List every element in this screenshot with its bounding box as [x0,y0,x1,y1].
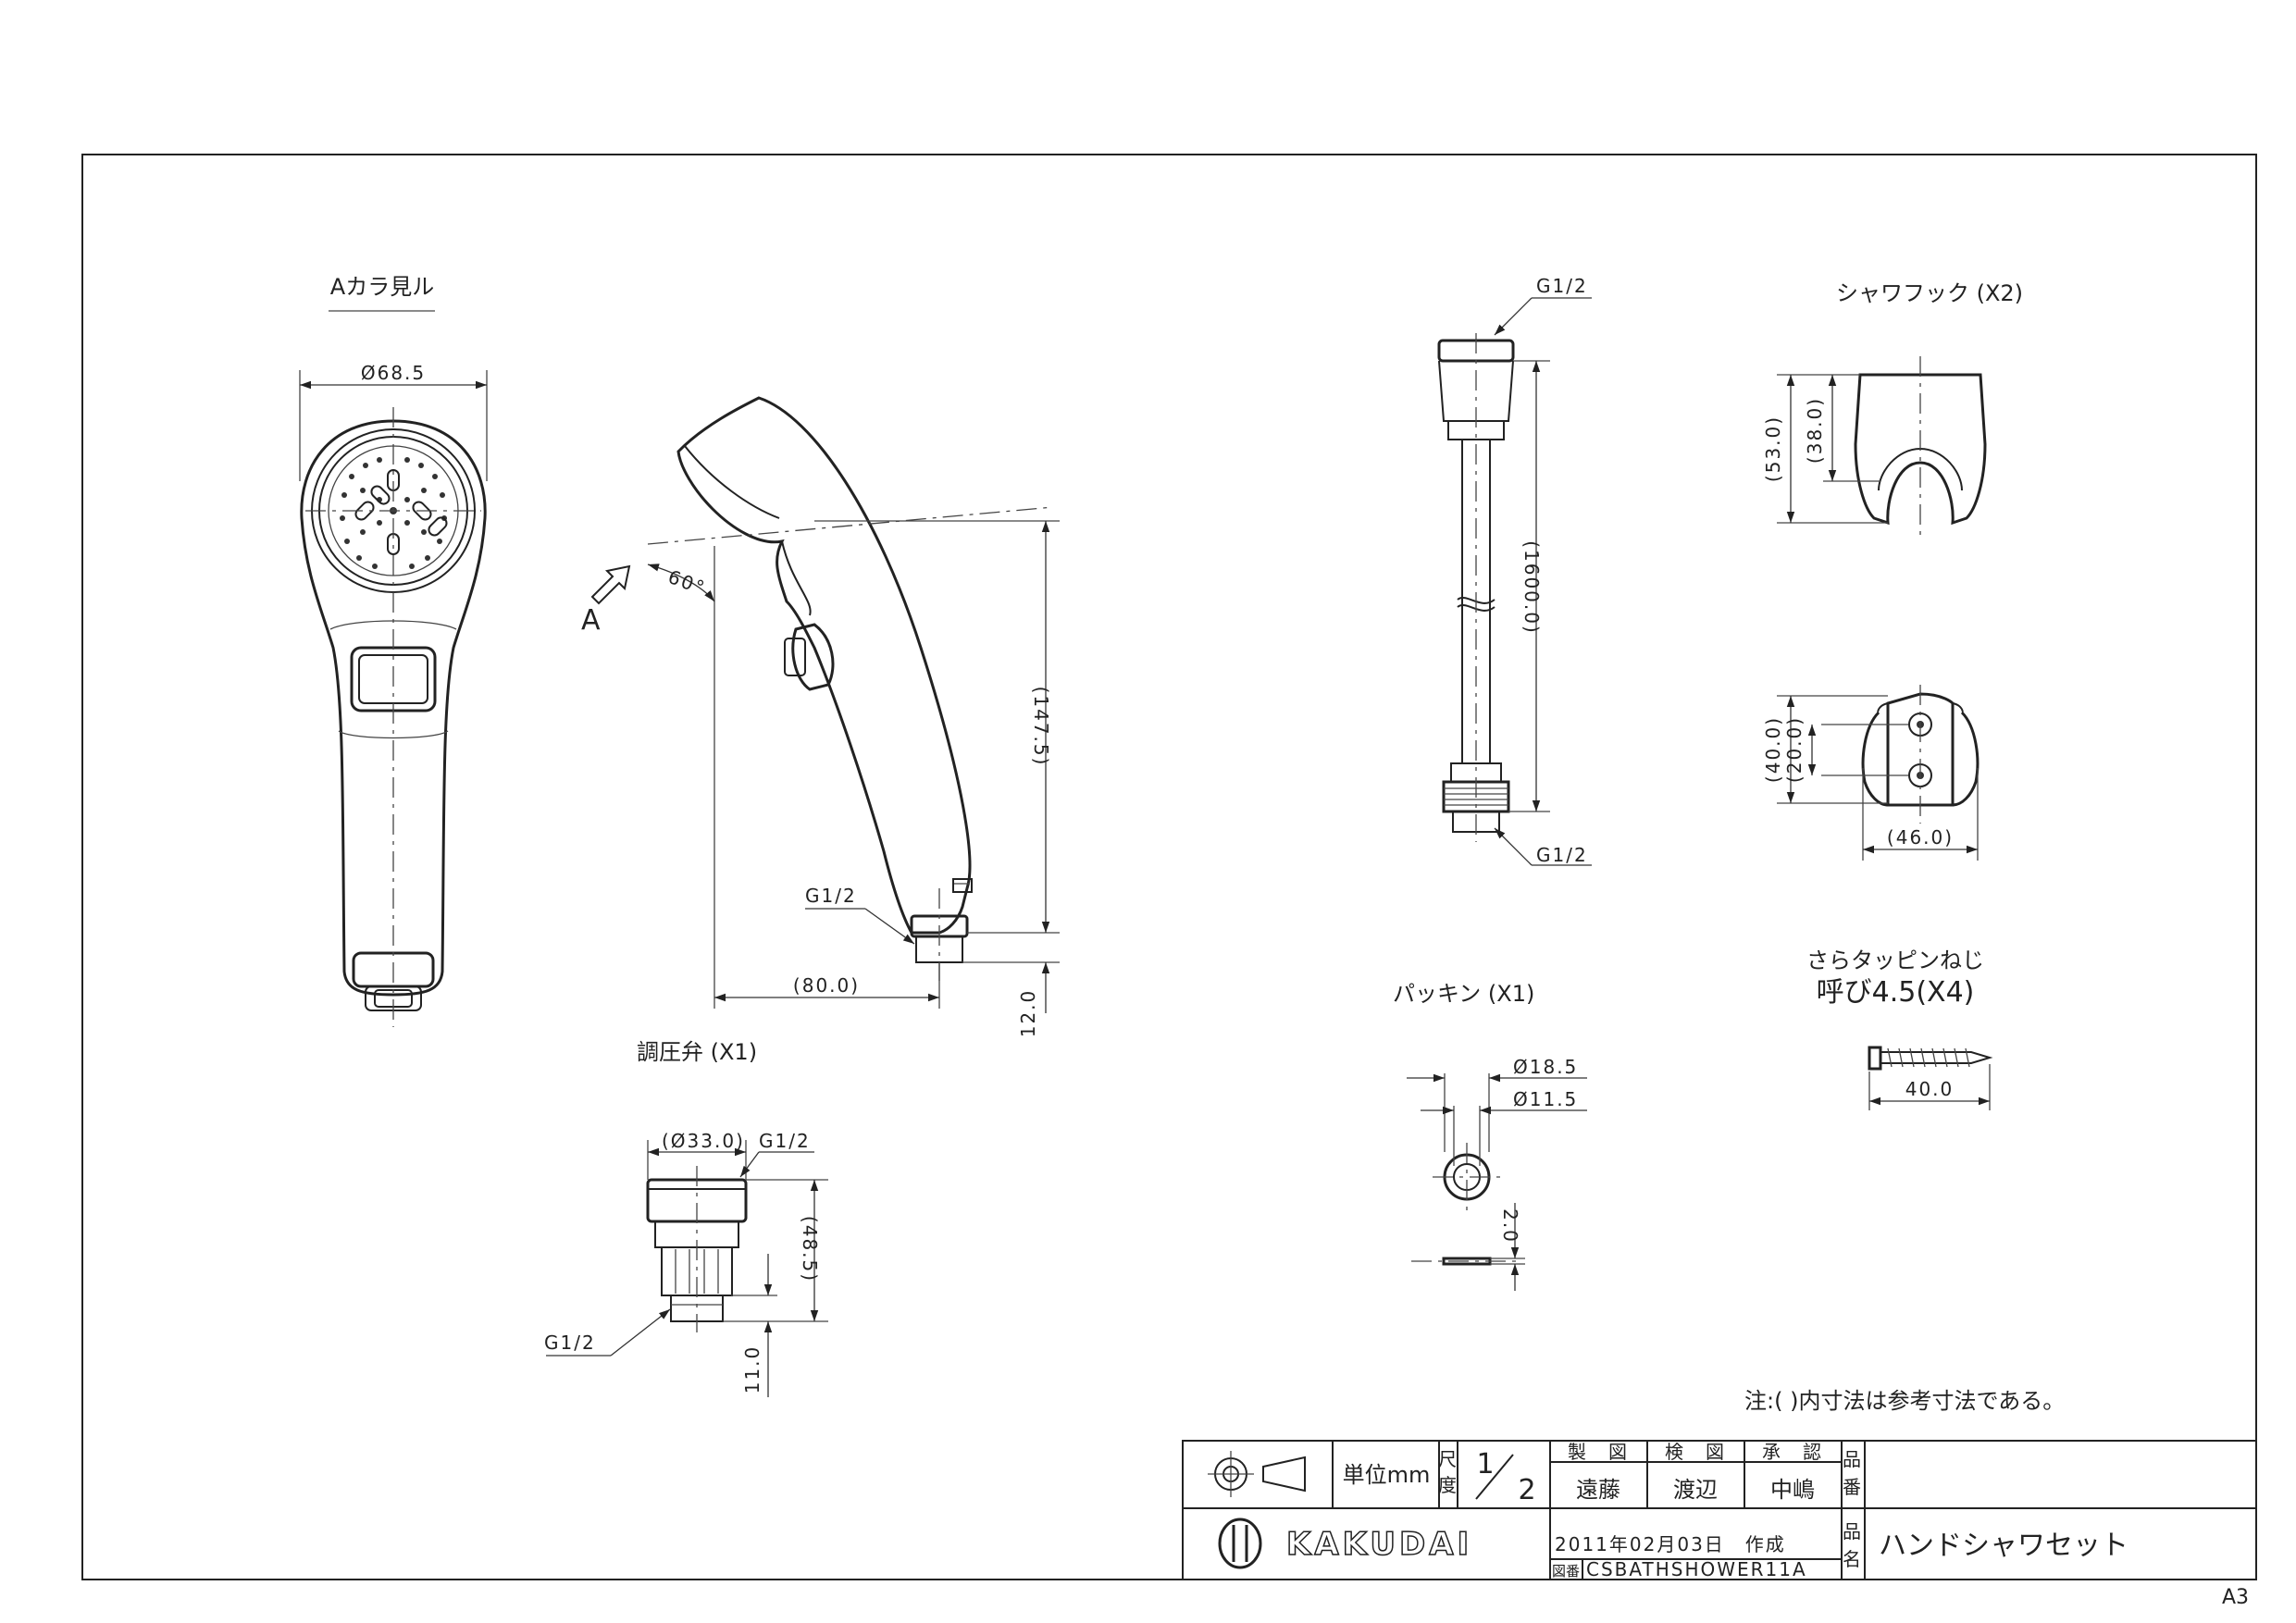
hook-width-label: (46.0) [1887,826,1954,849]
side-view: (147.5) 12.0 (80.0) G1/2 A 60° [581,396,1060,1038]
product-name: ハンドシャワセット [1879,1530,2128,1562]
product-name-label-2: 名 [1843,1548,1863,1570]
arrow-a-label: A [581,604,601,637]
hook-slot-height-label: (38.0) [1804,397,1826,464]
side-height-label: (147.5) [1030,687,1052,767]
screw-title-line2: 呼び4.5(X4) [1817,976,1975,1009]
creation-date: 2011年02月03日 作成 [1555,1533,1786,1555]
drawing-frame [81,154,2257,1580]
scale-char-2: 度 [1438,1474,1458,1496]
checked-by: 渡辺 [1673,1477,1718,1503]
packing-thick-label: 2.0 [1499,1208,1521,1244]
head-outline [300,419,487,997]
kakudai-logo: KAKUDAI [1218,1518,1472,1569]
angle-label: 60° [665,565,709,600]
hook-pitch-label: (20.0) [1783,716,1806,783]
sheet-size-mark: A3 [2222,1586,2249,1609]
logo-text: KAKUDAI [1286,1526,1472,1563]
projection-symbol [1208,1451,1306,1497]
product-no-label-1: 品 [1843,1448,1863,1470]
front-view: Aカラ見ル Ø68.5 [299,274,488,1027]
packing-view: パッキン (X1) Ø18.5 Ø11.5 2.0 [1393,981,1587,1291]
drawing-no-label: 図番 [1552,1563,1580,1580]
header-checked: 検 図 [1665,1441,1726,1463]
side-button [791,623,835,691]
drawing-number: CSBATHSHOWER11A [1586,1558,1807,1580]
valve-title: 調圧弁 (X1) [637,1039,757,1065]
scale-char-1: 尺 [1438,1448,1458,1470]
hook-title: シャワフック (X2) [1836,280,2023,306]
packing-title: パッキン (X1) [1393,981,1534,1007]
screw-view: さらタッピンねじ 呼び4.5(X4) 40.0 [1806,948,1993,1110]
head-side-outline [676,396,972,935]
scale-denominator: 2 [1518,1474,1535,1506]
reference-note: 注:( )内寸法は参考寸法である。 [1744,1388,2065,1414]
view-arrow-a [590,564,631,605]
screw-length-label: 40.0 [1905,1078,1955,1100]
hose-view: (1600.0) G1/2 G1/2 [1437,275,1592,866]
hook-total-height-label: (53.0) [1762,415,1784,482]
view-a-title: Aカラ見ル [330,274,434,300]
valve-thread-bottom-label: G1/2 [544,1332,596,1354]
valve-bottom-label: 11.0 [741,1345,763,1394]
front-dia-label: Ø68.5 [361,362,426,384]
drawn-by: 遠藤 [1576,1477,1620,1503]
hose-thread-bottom-label: G1/2 [1536,844,1588,866]
title-block: 単位mm 尺 度 1 2 製 図 検 図 承 認 遠藤 渡辺 中嶋 品 番 品 … [1182,1440,2257,1580]
valve-thread-top-label: G1/2 [759,1130,811,1152]
product-name-label-1: 品 [1843,1520,1863,1542]
valve-height-label: (48.5) [799,1216,821,1282]
side-bottom-label: 12.0 [1017,989,1039,1038]
header-drawn: 製 図 [1568,1441,1629,1463]
valve-dia-label: (Ø33.0) [662,1130,745,1152]
hose-thread-top-label: G1/2 [1536,275,1588,297]
hose-length-label: (1600.0) [1520,540,1543,635]
scale-numerator: 1 [1476,1448,1494,1481]
valve-view: 調圧弁 (X1) (Ø33.0) G1/2 (48.5) 11.0 G1/2 [544,1039,828,1397]
packing-outer-label: Ø18.5 [1513,1056,1578,1078]
approved-by: 中嶋 [1770,1477,1815,1503]
packing-inner-label: Ø11.5 [1513,1088,1578,1110]
product-no-label-2: 番 [1843,1476,1863,1498]
header-approved: 承 認 [1762,1441,1823,1463]
side-width-label: (80.0) [793,974,860,997]
screw-title-line1: さらタッピンねじ [1806,948,1984,973]
hook-view: シャワフック (X2) (53.0) (38.0) (40.0) (20.0) … [1762,280,2023,861]
hook-back-height-label: (40.0) [1762,716,1784,783]
side-thread-label: G1/2 [805,885,857,907]
unit-label: 単位mm [1343,1462,1431,1488]
